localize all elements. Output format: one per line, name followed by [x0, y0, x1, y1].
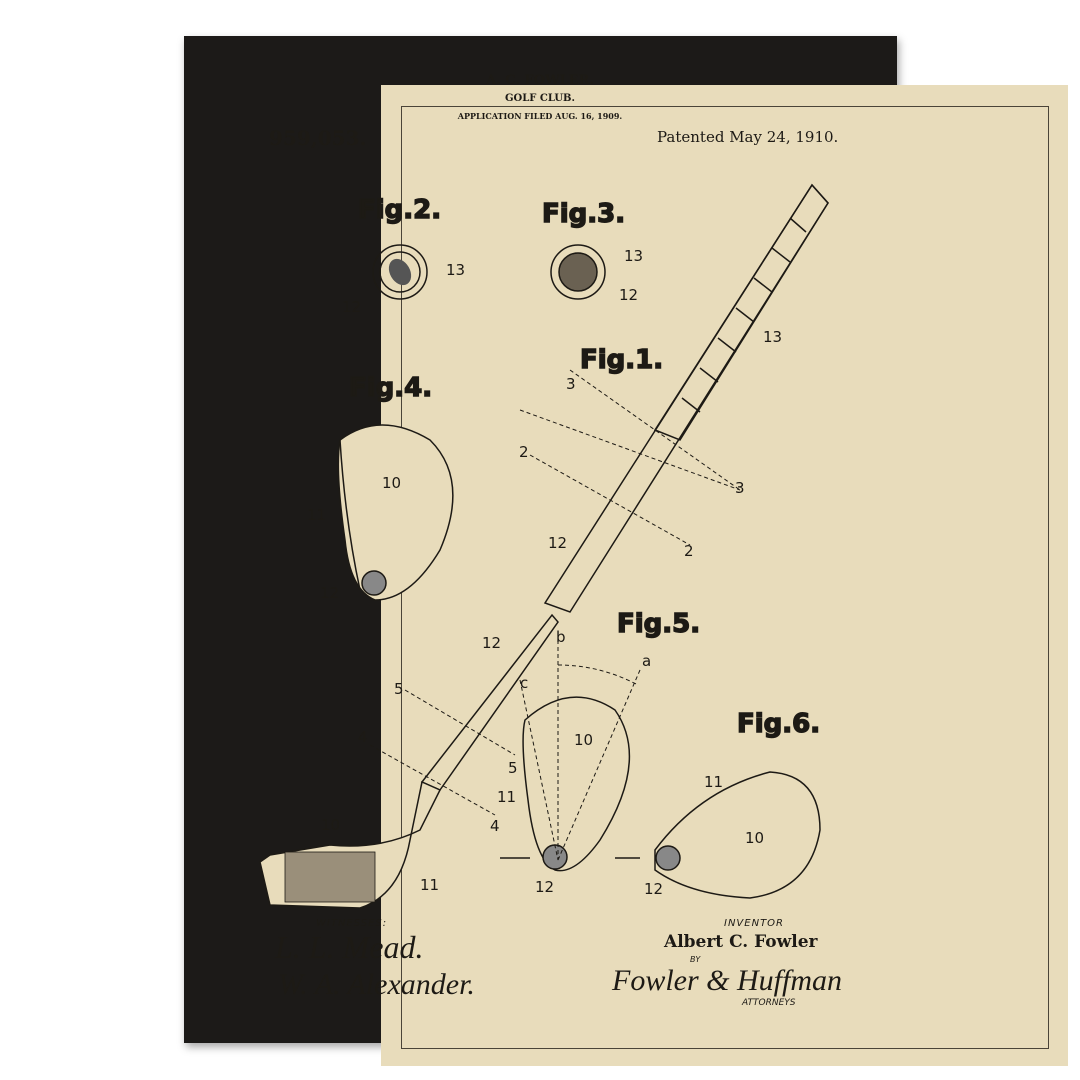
fig-6-title: Fig.6. — [737, 709, 820, 739]
ref-label: 13 — [763, 328, 782, 346]
fig-1-title: Fig.1. — [580, 345, 663, 375]
ref-label: 11 — [307, 506, 326, 524]
ref-label: b — [556, 628, 566, 646]
ref-label: 12 — [320, 584, 339, 602]
fig-2-cross-section — [372, 244, 428, 300]
patented-date: Patented May 24, 1910. — [657, 128, 839, 146]
fig-5-title: Fig.5. — [617, 609, 700, 639]
attorneys-label: ATTORNEYS — [742, 998, 796, 1008]
fig-4-title: Fig.4. — [349, 373, 432, 403]
fig-3-title: Fig.3. — [542, 199, 625, 229]
ref-label: 12 — [644, 880, 663, 898]
ref-label: 10 — [745, 829, 764, 847]
ref-label: 5 — [508, 759, 518, 777]
ref-label: 13 — [446, 261, 465, 279]
inventor-header: A. C. FOWLER. — [486, 73, 594, 88]
fig-6-club-head — [654, 771, 821, 899]
ref-label: 12 — [619, 286, 638, 304]
fig-4-club-head — [337, 424, 454, 601]
ref-label: 11 — [704, 773, 723, 791]
inventor-label: INVENTOR — [724, 918, 784, 929]
by-label: BY — [690, 955, 701, 964]
patent-number: 959,053. — [269, 126, 367, 150]
ref-label: 12 — [548, 534, 567, 552]
ref-label: 10 — [574, 731, 593, 749]
attorneys-signature: Fowler & Huffman — [612, 964, 842, 997]
ref-label: 4 — [358, 728, 368, 746]
fig-5-club-head — [500, 640, 641, 872]
ref-label: 10 — [382, 474, 401, 492]
ref-label: 2 — [519, 443, 529, 461]
ref-label: 2 — [684, 542, 694, 560]
filed-date: APPLICATION FILED AUG. 16, 1909. — [457, 111, 623, 121]
fig-1-golf-club — [259, 183, 829, 909]
ref-label: 4 — [490, 817, 500, 835]
fig-2-title: Fig.2. — [358, 195, 441, 225]
witness-1-signature: L. L. Mead. — [275, 929, 424, 965]
inventor-name: Albert C. Fowler — [664, 932, 818, 952]
ref-label: 11 — [497, 788, 516, 806]
ref-label: 13 — [624, 247, 643, 265]
fig-3-cross-section — [550, 244, 606, 300]
patent-title: GOLF CLUB. — [505, 93, 575, 104]
ref-label: 10 — [321, 816, 340, 834]
ref-label: 3 — [735, 479, 745, 497]
ref-label: 12 — [342, 298, 361, 316]
ref-label: a — [642, 652, 651, 670]
ref-label: 11 — [420, 876, 439, 894]
ref-label: 12 — [535, 878, 554, 896]
ref-label: c — [520, 674, 528, 692]
patent-paper — [381, 85, 1068, 1066]
ref-label: 12 — [482, 634, 501, 652]
ref-label: 5 — [394, 680, 404, 698]
witnesses-label: WITNESSES: — [316, 918, 388, 929]
ref-label: 3 — [566, 375, 576, 393]
witness-2-signature: W. A. Alexander. — [278, 968, 475, 1001]
